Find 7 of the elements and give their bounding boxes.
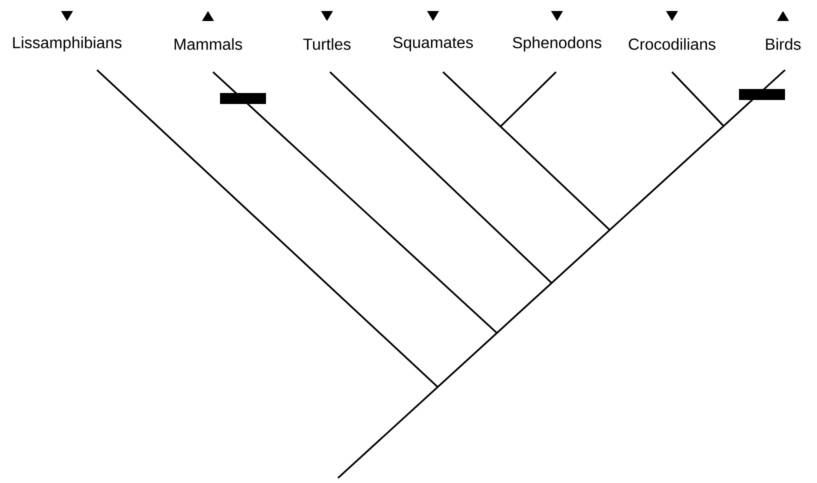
taxon-label: Squamates bbox=[393, 36, 473, 52]
taxon-label: Crocodilians bbox=[628, 38, 716, 50]
taxon-label: Turtles bbox=[303, 38, 351, 50]
taxon-label: Sphenodons bbox=[512, 36, 602, 52]
taxon-label: Mammals bbox=[174, 38, 242, 50]
taxon-label: Birds bbox=[766, 38, 801, 50]
taxon-label: Lissamphibians bbox=[13, 36, 122, 52]
